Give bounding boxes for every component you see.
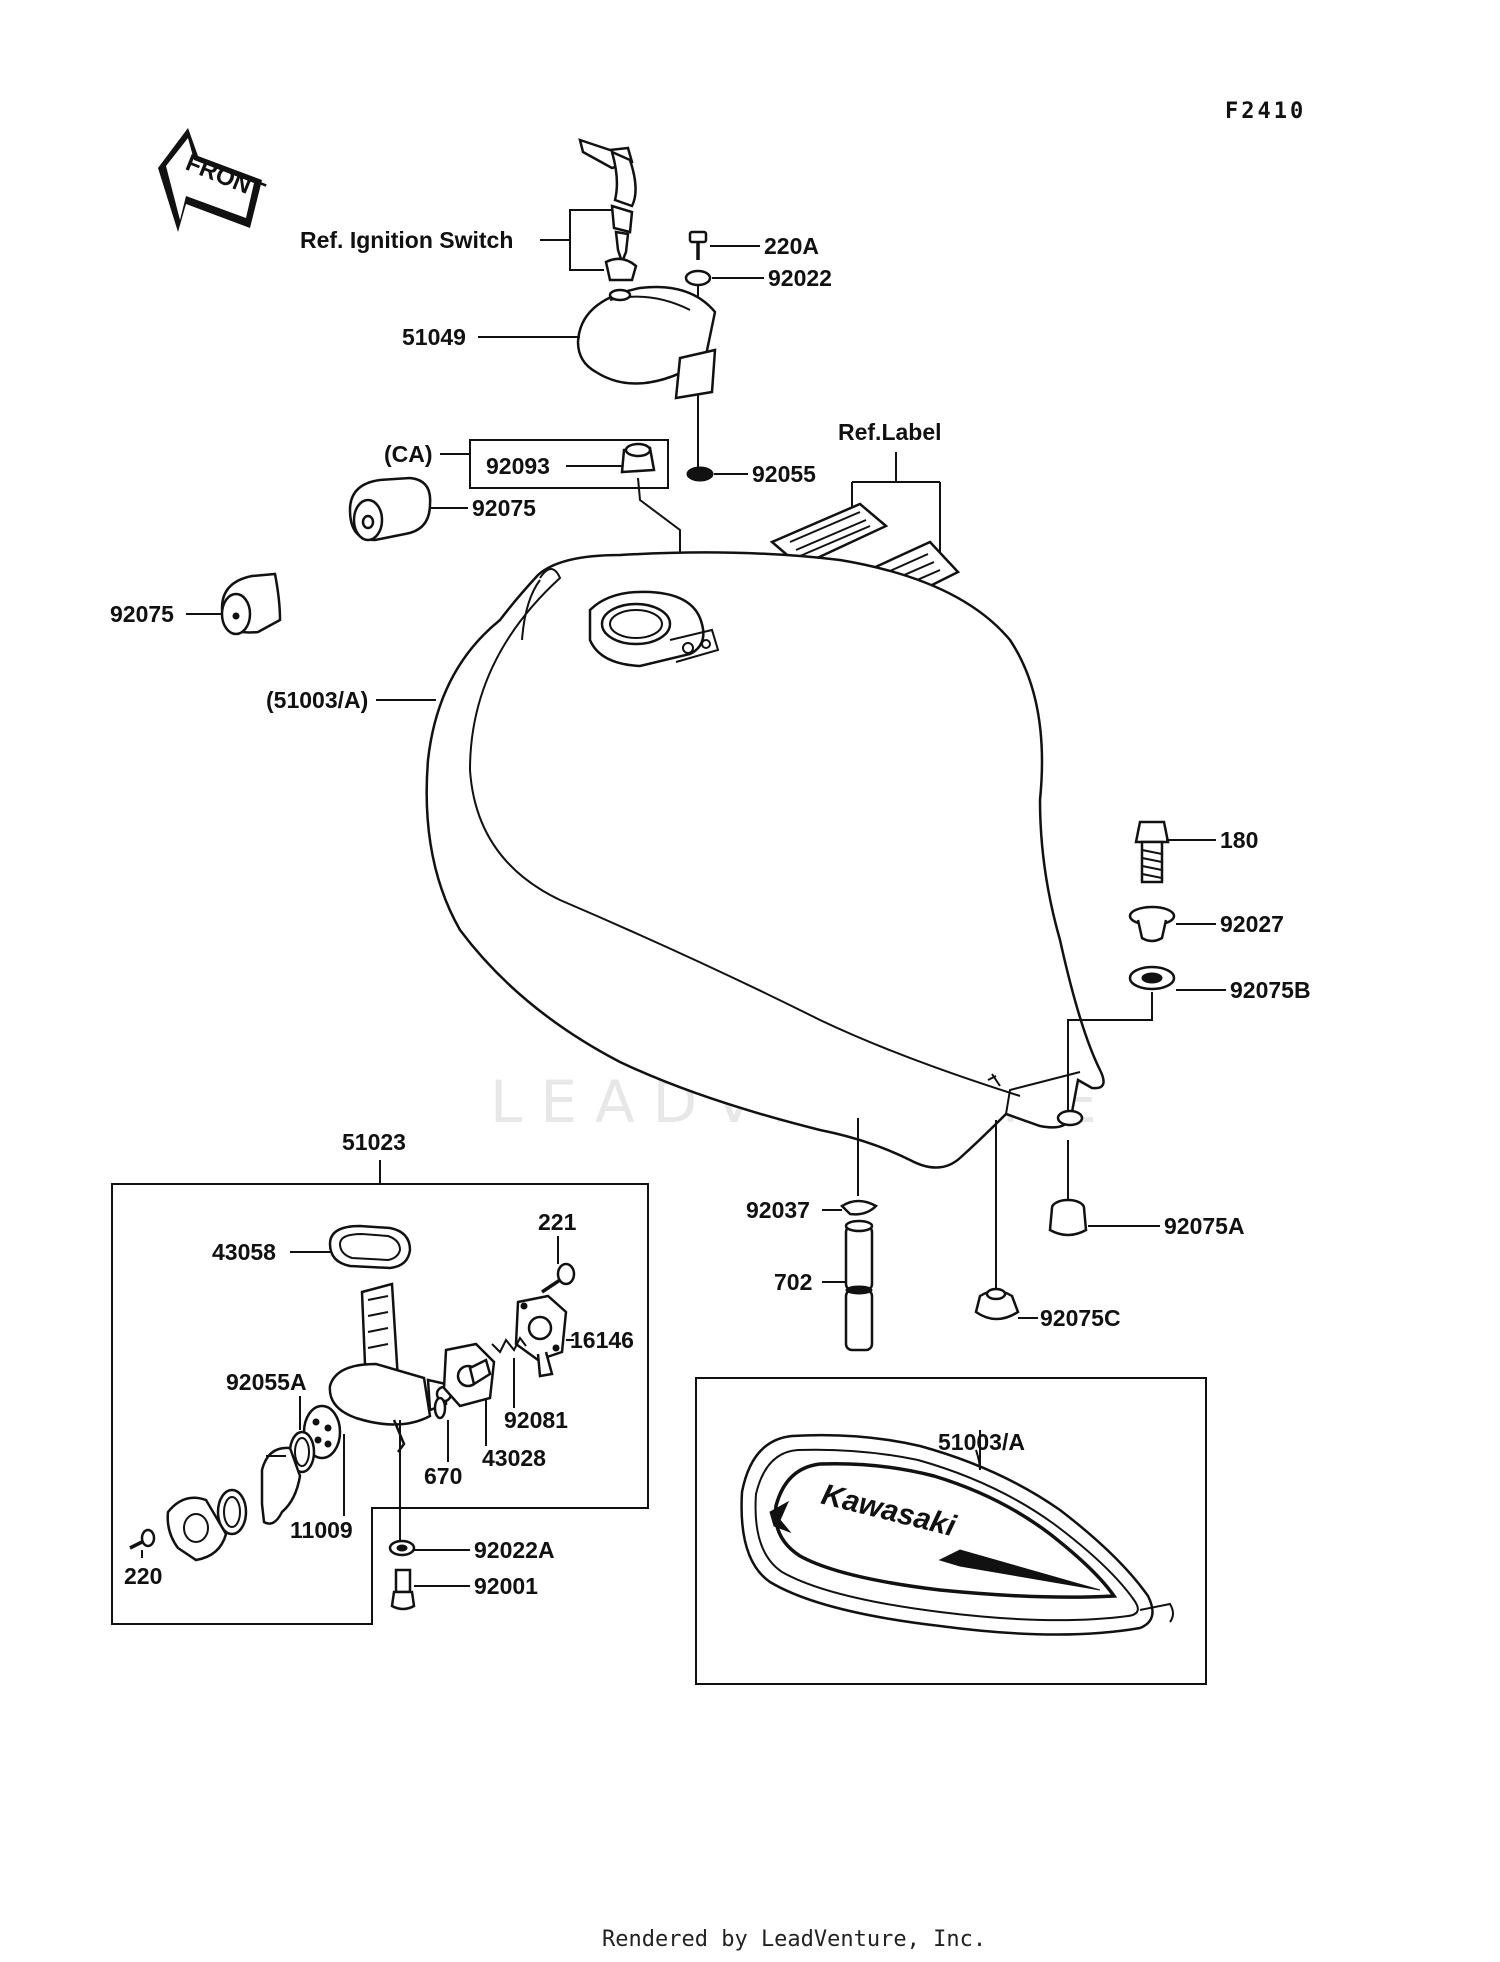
damper-92075a-icon bbox=[1048, 1198, 1088, 1237]
part-670-label: 670 bbox=[424, 1463, 462, 1489]
washer-92022-icon bbox=[684, 269, 712, 287]
screw-220a-icon bbox=[688, 230, 708, 260]
part-11009-label: 11009 bbox=[290, 1517, 353, 1543]
part-92022-label: 92022 bbox=[768, 265, 832, 291]
grommet-92093-icon bbox=[620, 442, 656, 474]
part-92093-label: 92093 bbox=[486, 453, 550, 479]
lever-plate-16146-icon bbox=[514, 1294, 568, 1378]
damper-92075-lower-icon bbox=[220, 572, 282, 636]
decorated-tank-icon: Kawasaki bbox=[740, 1433, 1174, 1636]
bolt-180-icon bbox=[1134, 820, 1170, 884]
part-16146-label: 16146 bbox=[570, 1327, 634, 1353]
filter-bowl-icon bbox=[260, 1446, 302, 1525]
part-92075-upper-label: 92075 bbox=[472, 495, 536, 521]
screw-221-icon bbox=[541, 1262, 576, 1294]
collar-92027-icon bbox=[1128, 905, 1176, 943]
part-43028-label: 43028 bbox=[482, 1445, 546, 1471]
part-92081-label: 92081 bbox=[504, 1407, 568, 1433]
seal-ring-icon bbox=[216, 1488, 248, 1536]
part-92037-label: 92037 bbox=[746, 1197, 810, 1223]
part-92075c-label: 92075C bbox=[1040, 1305, 1121, 1331]
spring-92081-icon bbox=[491, 1336, 527, 1354]
part-51003a-main-label: (51003/A) bbox=[266, 687, 368, 713]
part-92075a-label: 92075A bbox=[1164, 1213, 1245, 1239]
fuel-tank-body bbox=[425, 551, 1105, 1169]
flange-plate-icon bbox=[166, 1496, 228, 1562]
inset-box bbox=[695, 1377, 1207, 1685]
footer-rendered-by: Rendered by LeadVenture, Inc. bbox=[602, 1927, 986, 1952]
part-221-label: 221 bbox=[538, 1209, 577, 1235]
damper-92075b-icon bbox=[1128, 965, 1176, 991]
oring-670-icon bbox=[433, 1396, 447, 1420]
ref-ignition-switch-label: Ref. Ignition Switch bbox=[300, 227, 513, 253]
damper-92075c-icon bbox=[974, 1287, 1020, 1321]
part-51049-label: 51049 bbox=[402, 324, 466, 350]
ref-label-heading: Ref.Label bbox=[838, 419, 942, 445]
part-220-label: 220 bbox=[124, 1563, 162, 1589]
screw-220-icon bbox=[129, 1528, 156, 1550]
part-43058-label: 43058 bbox=[212, 1239, 276, 1265]
bolt-92001-icon bbox=[390, 1568, 416, 1611]
part-92022a-label: 92022A bbox=[474, 1537, 555, 1563]
part-92075b-label: 92075B bbox=[1230, 977, 1311, 1003]
part-92027-label: 92027 bbox=[1220, 911, 1284, 937]
part-220a-label: 220A bbox=[764, 233, 819, 259]
part-92001-label: 92001 bbox=[474, 1573, 538, 1599]
fuel-cock-body-icon bbox=[328, 1282, 453, 1453]
plate-43028-icon bbox=[442, 1342, 496, 1408]
gasket-43058-icon bbox=[328, 1224, 412, 1270]
front-arrow-icon: FRONT bbox=[158, 128, 269, 232]
hose-702-icon bbox=[844, 1219, 874, 1352]
ca-label: (CA) bbox=[384, 441, 433, 467]
fuel-cap-icon bbox=[576, 285, 717, 400]
part-92075-lower-label: 92075 bbox=[110, 601, 174, 627]
part-51023-label: 51023 bbox=[342, 1129, 406, 1155]
damper-92075-upper-icon bbox=[348, 476, 432, 542]
figure-code: F2410 bbox=[1225, 99, 1306, 124]
clip-92037-icon bbox=[840, 1199, 879, 1216]
part-92055-label: 92055 bbox=[752, 461, 816, 487]
fuel-cock-assembly-box bbox=[111, 1183, 649, 1625]
ca-bracket bbox=[469, 439, 669, 489]
part-92055a-label: 92055A bbox=[226, 1369, 307, 1395]
part-180-label: 180 bbox=[1220, 827, 1258, 853]
oring-92055-icon bbox=[686, 466, 714, 482]
ignition-key-icon bbox=[578, 138, 638, 282]
part-702-label: 702 bbox=[774, 1269, 812, 1295]
part-51003a-inset-label: 51003/A bbox=[938, 1429, 1025, 1455]
